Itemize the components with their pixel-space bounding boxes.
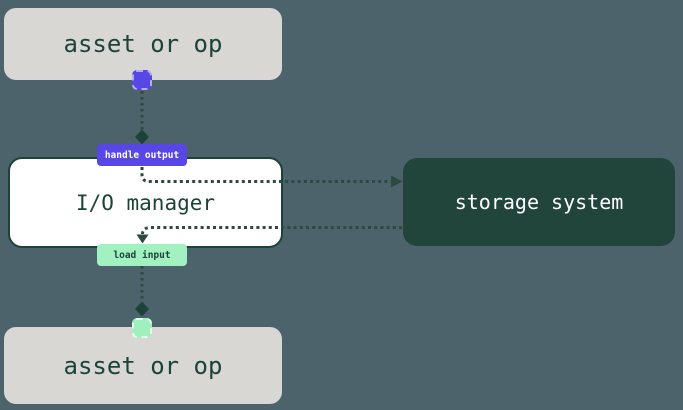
asset-or-op-top-label: asset or op (63, 30, 223, 58)
diamond-icon (135, 301, 149, 317)
edge-load-input-to-asset (135, 266, 149, 317)
asset-or-op-bottom-label: asset or op (63, 351, 223, 380)
edge-asset-to-handle-output (135, 91, 149, 145)
arrowhead-right-icon (391, 175, 403, 188)
load-input-badge: load input (97, 244, 187, 266)
output-connector-square (132, 70, 152, 90)
storage-system-label: storage system (454, 190, 624, 214)
asset-or-op-top-node: asset or op (4, 8, 282, 80)
io-manager-node: I/O manager (8, 157, 283, 248)
diamond-icon (135, 129, 149, 145)
input-connector-square (132, 318, 152, 338)
handle-output-label: handle output (104, 149, 180, 161)
asset-or-op-bottom-node: asset or op (4, 327, 282, 404)
storage-system-node: storage system (403, 158, 675, 246)
handle-output-badge: handle output (97, 144, 187, 166)
io-manager-label: I/O manager (75, 190, 216, 215)
load-input-label: load input (113, 249, 171, 261)
